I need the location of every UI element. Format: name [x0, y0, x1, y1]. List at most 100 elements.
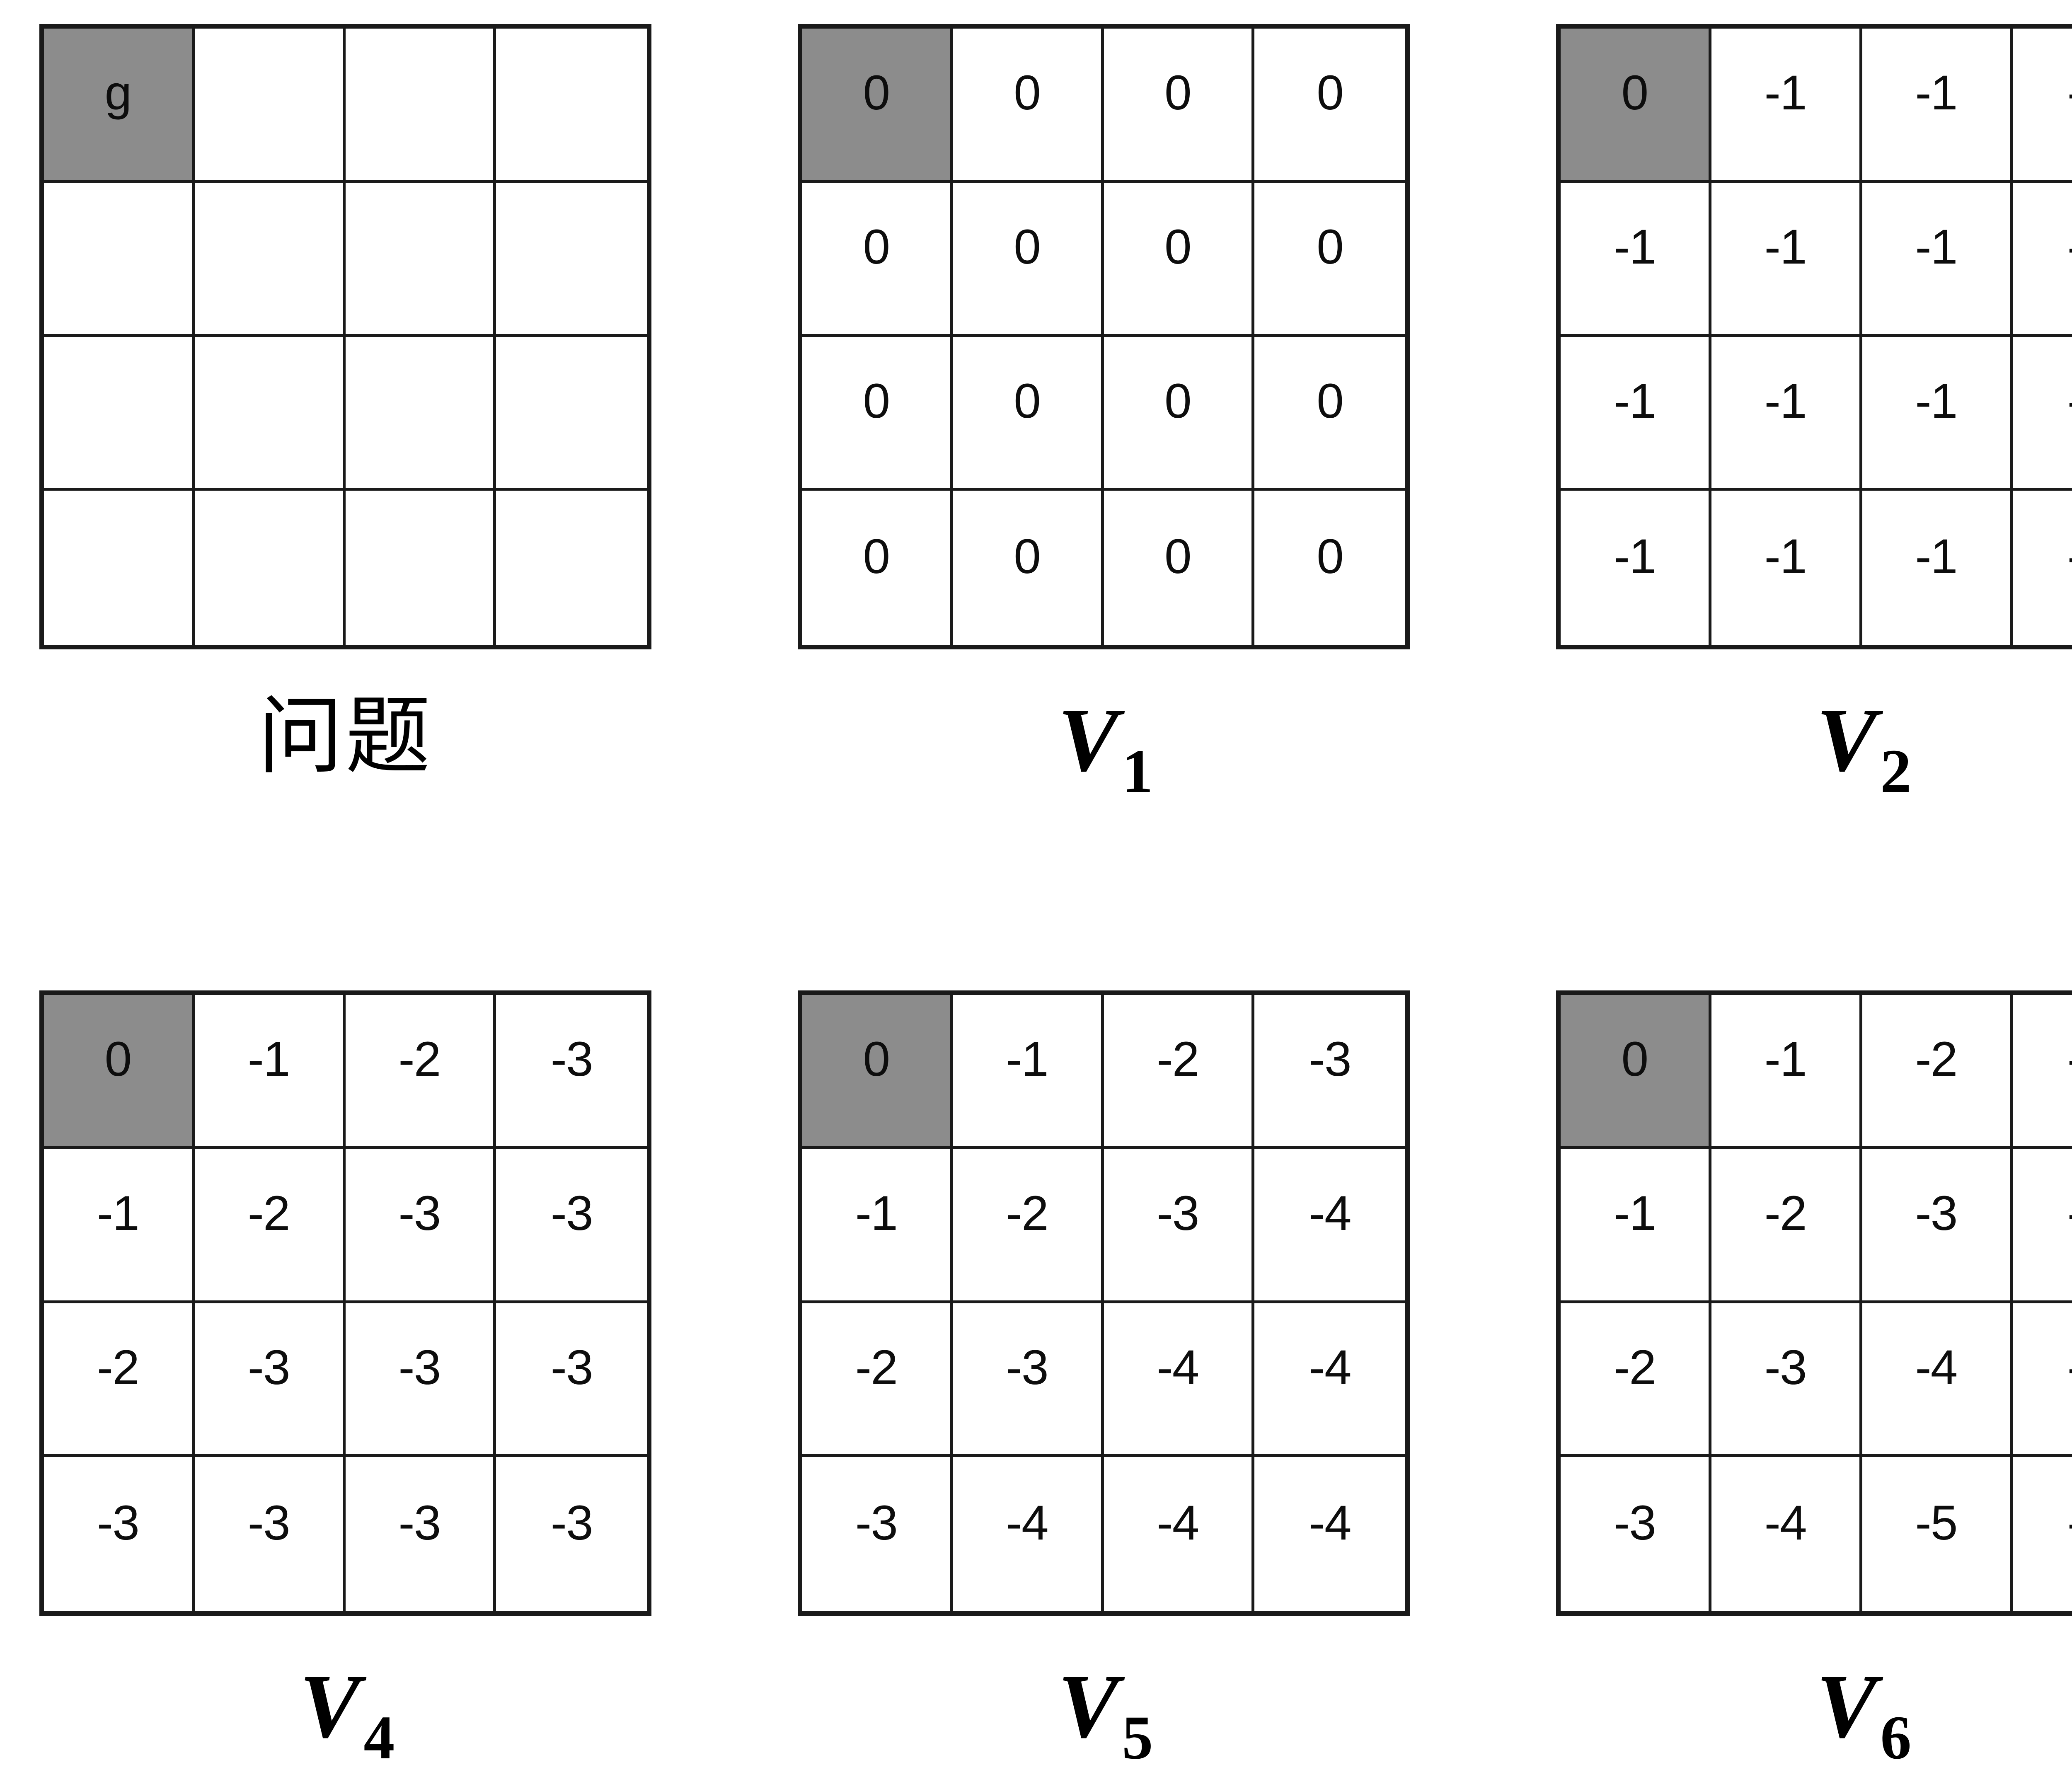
grid-cell: 0 — [953, 29, 1104, 183]
grid-cell — [496, 491, 647, 645]
value-grid-v2: 0-1-1-1-1-1-1-1-1-1-1-1-1-1-1-1 — [1556, 24, 2072, 649]
grid-cell: 0 — [1254, 29, 1405, 183]
grid-cell — [194, 336, 346, 491]
grid-cell: 0 — [1254, 182, 1405, 337]
grid-cell: -1 — [1862, 182, 2013, 337]
grid-cell — [345, 29, 496, 183]
panel-problem: g 问题 — [39, 24, 651, 823]
panel-label-symbol: V — [1816, 689, 1877, 790]
grid-cell: -4 — [953, 1457, 1104, 1611]
grid-cell: -3 — [1104, 1149, 1255, 1303]
grid-cell: 0 — [953, 491, 1104, 645]
grid-cell: -4 — [1104, 1303, 1255, 1457]
grid-cell: -2 — [802, 1303, 953, 1457]
grid-cell: -3 — [1254, 995, 1405, 1149]
panel-label-v6: V6 — [1556, 1661, 2072, 1789]
grid-cell: -3 — [496, 1457, 647, 1611]
grid-cell: -3 — [496, 1149, 647, 1303]
value-grid-v5: 0-1-2-3-1-2-3-4-2-3-4-4-3-4-4-4 — [798, 990, 1410, 1616]
grid-cell: 0 — [953, 336, 1104, 491]
panel-label-subscript: 4 — [363, 1703, 395, 1772]
grid-cell: 0 — [1104, 336, 1255, 491]
panel-v6: 0-1-2-3-1-2-3-4-2-3-4-5-3-4-5-5V6 — [1556, 990, 2072, 1789]
grid-cell: -4 — [2013, 1149, 2072, 1303]
grid-cell: 0 — [802, 995, 953, 1149]
grid-cell: -1 — [1561, 336, 1711, 491]
grid-cell: -4 — [1254, 1303, 1405, 1457]
grid-cell — [194, 182, 346, 337]
grid-cell: 0 — [802, 29, 953, 183]
grid-cell: -3 — [2013, 995, 2072, 1149]
value-grid-v4: 0-1-2-3-1-2-3-3-2-3-3-3-3-3-3-3 — [39, 990, 651, 1616]
grid-cell: -3 — [345, 1303, 496, 1457]
grid-cell: -1 — [1711, 182, 1862, 337]
grid-cell: -4 — [1711, 1457, 1862, 1611]
grid-cell: -1 — [802, 1149, 953, 1303]
grid-cell: -3 — [44, 1457, 195, 1611]
panel-label-symbol: V — [1058, 689, 1119, 790]
grid-cell: 0 — [1104, 182, 1255, 337]
panel-label-problem: 问题 — [39, 694, 651, 823]
grid-cell: -1 — [1561, 491, 1711, 645]
panel-label-subscript: 2 — [1880, 737, 1912, 806]
grid-cell: -3 — [1862, 1149, 2013, 1303]
grid-cell: -3 — [1711, 1303, 1862, 1457]
grid-cell: -2 — [1862, 995, 2013, 1149]
grid-cell: -1 — [2013, 336, 2072, 491]
grid-cell: -2 — [953, 1149, 1104, 1303]
grid-cell: 0 — [953, 182, 1104, 337]
grid-cell: -1 — [953, 995, 1104, 1149]
grid-cell: -3 — [953, 1303, 1104, 1457]
grid-cell: -4 — [1254, 1457, 1405, 1611]
grid-cell: -1 — [1862, 29, 2013, 183]
panel-label-v4: V4 — [39, 1661, 651, 1789]
grid-cell — [345, 336, 496, 491]
grid-cell: 0 — [802, 336, 953, 491]
panel-v2: 0-1-1-1-1-1-1-1-1-1-1-1-1-1-1-1V2 — [1556, 24, 2072, 823]
panel-label-v1: V1 — [798, 694, 1410, 823]
grid-cell: -3 — [194, 1303, 346, 1457]
grid-cell: -1 — [44, 1149, 195, 1303]
panel-label-v5: V5 — [798, 1661, 1410, 1789]
grid-cell: -4 — [1104, 1457, 1255, 1611]
grid-cell: -3 — [496, 995, 647, 1149]
grid-cell: -2 — [1561, 1303, 1711, 1457]
grid-cell: -5 — [1862, 1457, 2013, 1611]
grid-cell: -3 — [345, 1149, 496, 1303]
grid-cell: -3 — [496, 1303, 647, 1457]
grid-cell: -2 — [1711, 1149, 1862, 1303]
grid-cell: 0 — [44, 995, 195, 1149]
panel-label-subscript: 5 — [1122, 1703, 1153, 1772]
grid-cell: -1 — [1711, 995, 1862, 1149]
grid-cell: -3 — [345, 1457, 496, 1611]
panel-label-symbol: V — [1816, 1656, 1877, 1757]
grid-cell: -1 — [1862, 336, 2013, 491]
value-grid-v6: 0-1-2-3-1-2-3-4-2-3-4-5-3-4-5-5 — [1556, 990, 2072, 1616]
grid-cell — [44, 491, 195, 645]
grid-cell: -5 — [2013, 1303, 2072, 1457]
grid-cell — [345, 491, 496, 645]
grid-cell — [496, 336, 647, 491]
panel-label-text: 问题 — [258, 687, 433, 786]
grid-cell: -3 — [194, 1457, 346, 1611]
panel-label-v2: V2 — [1556, 694, 2072, 823]
panel-label-symbol: V — [299, 1656, 361, 1757]
value-grid-problem: g — [39, 24, 651, 649]
grid-cell: 0 — [1104, 29, 1255, 183]
grid-cell: g — [44, 29, 195, 183]
grid-cell: -4 — [1254, 1149, 1405, 1303]
panel-label-subscript: 6 — [1880, 1703, 1912, 1772]
grid-cell: -1 — [1711, 336, 1862, 491]
grid-cell: -1 — [1561, 1149, 1711, 1303]
grid-cell — [345, 182, 496, 337]
grid-cell — [496, 182, 647, 337]
grid-cell: 0 — [1561, 995, 1711, 1149]
grid-cell: -2 — [44, 1303, 195, 1457]
panel-label-subscript: 1 — [1122, 737, 1153, 806]
grid-cell: -2 — [194, 1149, 346, 1303]
